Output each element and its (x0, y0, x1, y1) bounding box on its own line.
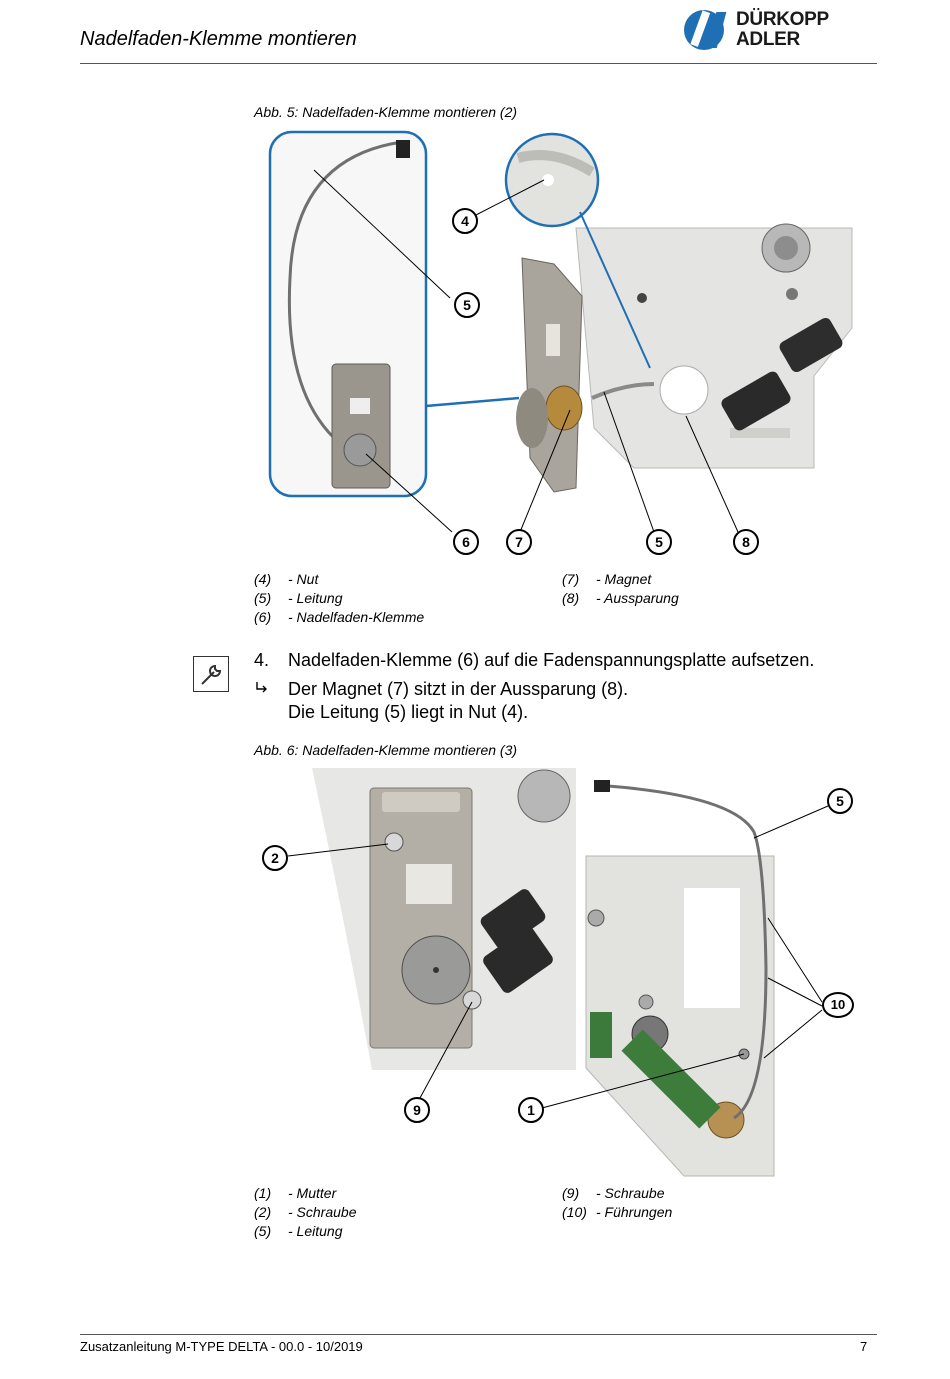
figure6-callout-5: 5 (827, 788, 853, 814)
page-header-title: Nadelfaden-Klemme montieren (80, 28, 357, 50)
figure5-callout-8: 8 (733, 529, 759, 555)
brand-name-line1: DÜRKOPP (736, 9, 829, 30)
wrench-icon (193, 656, 229, 692)
figure5-legend-left: (4)- Nut (5)- Leitung (6)- Nadelfaden-Kl… (254, 571, 425, 625)
figure5-caption: Abb. 5: Nadelfaden-Klemme montieren (2) (254, 104, 518, 120)
brand-logo-icon (684, 10, 727, 50)
result-line-2: Die Leitung (5) liegt in Nut (4). (288, 702, 529, 722)
result-arrow-icon (256, 682, 267, 693)
figure6-callout-2: 2 (262, 845, 288, 871)
footer-page-number: 7 (860, 1339, 868, 1354)
figure6-photo (287, 768, 874, 1180)
brand-logo: DÜRKOPP ADLER (682, 6, 882, 54)
figure5-photo (268, 130, 853, 533)
figure6-legend-right: (9)- Schraube (10)- Führungen (562, 1185, 673, 1220)
footer-document-title: Zusatzanleitung M-TYPE DELTA - 00.0 - 10… (80, 1339, 363, 1354)
step-number: 4. (254, 650, 270, 670)
result-line-1: Der Magnet (7) sitzt in der Aussparung (… (288, 679, 629, 699)
footer-divider (80, 1334, 877, 1335)
figure6-callout-10: 10 (822, 992, 854, 1018)
figure5-legend-right: (7)- Magnet (8)- Aussparung (562, 571, 679, 606)
figure5-callout-6: 6 (453, 529, 479, 555)
figure5-callout-5: 5 (646, 529, 672, 555)
header-divider (80, 63, 877, 64)
figure6-callout-9: 9 (404, 1097, 430, 1123)
step-text: Nadelfaden-Klemme (6) auf die Fadenspann… (288, 650, 815, 670)
figure6-caption: Abb. 6: Nadelfaden-Klemme montieren (3) (254, 742, 518, 758)
brand-name-line2: ADLER (736, 29, 800, 50)
figure6-callout-1: 1 (518, 1097, 544, 1123)
figure5-callout-4: 4 (452, 208, 478, 234)
figure5-callout-7: 7 (506, 529, 532, 555)
figure6-legend-left: (1)- Mutter (2)- Schraube (5)- Leitung (254, 1185, 357, 1239)
figure5-callout-5-inset: 5 (454, 292, 480, 318)
